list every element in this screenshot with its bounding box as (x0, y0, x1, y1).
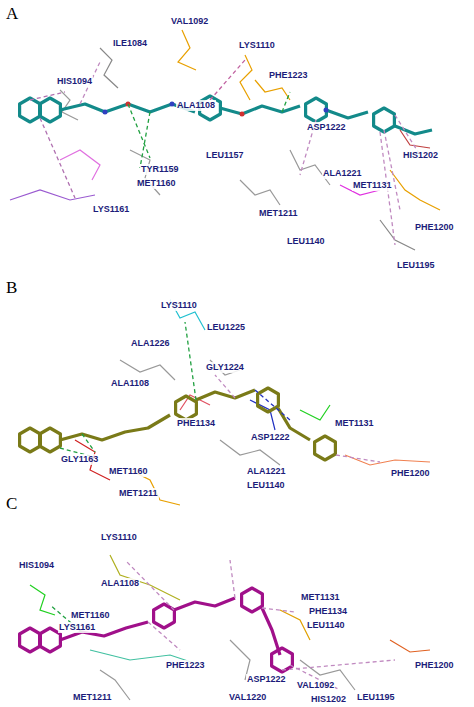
residue-label: ILE1084 (112, 38, 148, 49)
residue-label: PHE1134 (308, 606, 348, 617)
residue-label: MET1160 (136, 178, 177, 189)
residue-label: VAL1220 (228, 692, 267, 703)
interactions-a (30, 60, 420, 245)
ligand-b (20, 388, 336, 460)
residue-label: ALA1108 (176, 100, 216, 111)
residue-label: ASP1222 (250, 432, 291, 443)
residue-label: HIS1094 (56, 76, 93, 87)
residue-label: MET1211 (118, 488, 159, 499)
residue-label: MET1211 (258, 208, 299, 219)
residue-label: ALA1221 (246, 466, 287, 477)
panel-letter: C (5, 494, 18, 513)
residue-label: LEU1225 (206, 322, 246, 333)
residue-label: LEU1140 (286, 236, 326, 247)
residue-label: LYS1110 (160, 300, 198, 311)
residue-label: PHE1200 (414, 660, 455, 671)
residue-label: HIS1094 (18, 560, 55, 571)
residue-label: HIS1202 (402, 150, 439, 161)
residue-label: ALA1108 (110, 378, 150, 389)
residue-label: LYS1161 (92, 204, 130, 215)
residue-label: MET1131 (352, 180, 393, 191)
residue-label: LYS1110 (100, 532, 138, 543)
panel-letter: A (5, 4, 19, 23)
residue-label: MET1160 (108, 466, 149, 477)
residue-label: LEU1195 (356, 692, 396, 703)
ligand-c (20, 588, 293, 672)
residue-label: LEU1140 (246, 480, 286, 491)
residue-label: ALA1108 (100, 578, 140, 589)
residue-label: ALA1226 (130, 338, 171, 349)
residue-label: PHE1134 (176, 418, 216, 429)
residue-sticks (10, 30, 440, 250)
residue-label: MET1131 (300, 592, 341, 603)
residue-label: PHE1223 (268, 70, 309, 81)
residue-label: PHE1223 (165, 660, 206, 671)
interactions-c (50, 560, 395, 690)
residue-sticks-c (30, 555, 430, 700)
residue-label: GLY1224 (205, 362, 245, 373)
residue-label: MET1160 (70, 610, 111, 621)
residue-label: PHE1200 (390, 468, 431, 479)
interactions-b (60, 322, 380, 462)
residue-sticks-b (75, 300, 430, 505)
residue-label: ASP1222 (306, 122, 347, 133)
residue-label: LEU1157 (205, 150, 245, 161)
residue-label: LEU1195 (396, 260, 436, 271)
residue-label: LYS1161 (58, 622, 96, 633)
residue-label: GLY1163 (60, 454, 99, 465)
residue-label: PHE1200 (414, 222, 455, 233)
residue-label: ASP1222 (246, 674, 287, 685)
residue-label: LYS1110 (238, 40, 276, 51)
residue-label: ALA1221 (322, 168, 363, 179)
residue-label: VAL1092 (296, 680, 335, 691)
residue-label: MET1131 (334, 418, 375, 429)
panel-letter: B (5, 278, 18, 297)
residue-label: LEU1140 (306, 620, 346, 631)
residue-label: VAL1092 (170, 16, 209, 27)
residue-label: HIS1202 (310, 694, 347, 705)
residue-label: MET1211 (72, 692, 113, 703)
residue-label: TYR1159 (140, 164, 180, 175)
